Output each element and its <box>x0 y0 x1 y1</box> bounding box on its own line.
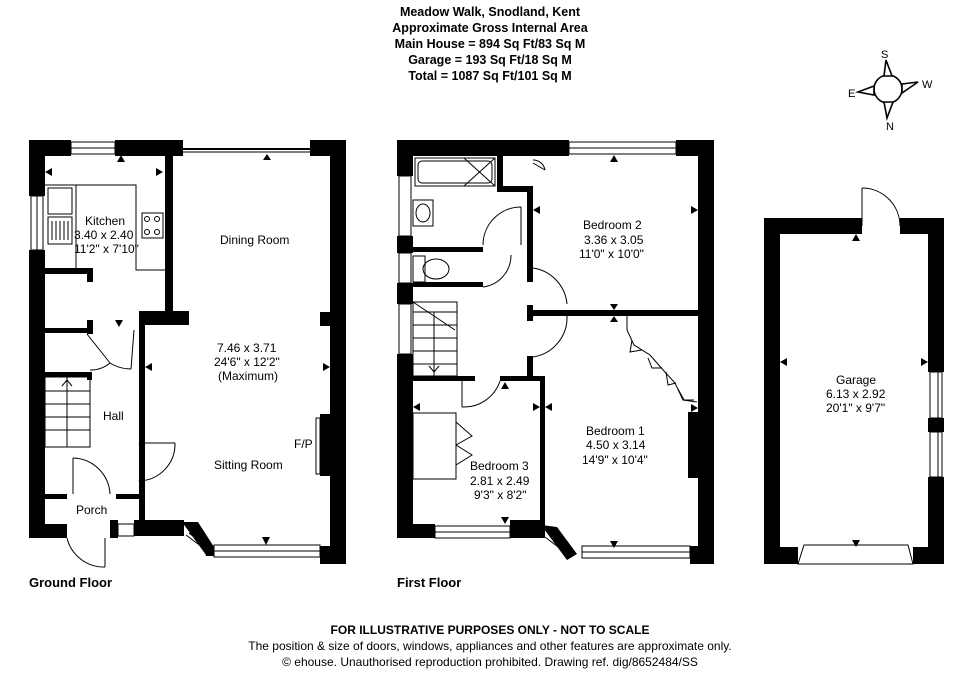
ground-floor-plan <box>29 140 346 564</box>
bedroom3-imperial: 9'3" x 8'2" <box>474 488 526 502</box>
garage-fixtures <box>797 187 943 565</box>
ground-floor-measure-arrows <box>45 154 330 545</box>
area-subtitle: Approximate Gross Internal Area <box>392 21 588 35</box>
garage-area: Garage = 193 Sq Ft/18 Sq M <box>408 53 572 67</box>
compass-icon: S E W N <box>848 49 933 133</box>
bedroom3-metric: 2.81 x 2.49 <box>470 474 530 488</box>
kitchen-imperial: 11'2" x 7'10" <box>74 242 139 256</box>
garage-measure-arrows <box>780 234 928 547</box>
first-floor-fixtures <box>398 141 698 559</box>
approximation-note: The position & size of doors, windows, a… <box>248 639 732 653</box>
compass-s: S <box>881 49 888 61</box>
ground-floor-fixtures <box>30 141 321 568</box>
plan-header: Meadow Walk, Snodland, Kent Approximate … <box>0 4 980 84</box>
bedroom1-imperial: 14'9" x 10'4" <box>582 453 648 467</box>
address-title: Meadow Walk, Snodland, Kent <box>399 5 581 19</box>
first-floor-label: First Floor <box>397 575 461 590</box>
disclaimer: FOR ILLUSTRATIVE PURPOSES ONLY - NOT TO … <box>330 623 650 637</box>
ground-floor-label: Ground Floor <box>29 575 112 590</box>
garage-metric: 6.13 x 2.92 <box>826 387 886 401</box>
living-metric: 7.46 x 3.71 <box>217 341 277 355</box>
living-imperial: 24'6" x 12'2" <box>214 355 280 369</box>
fireplace-label: F/P <box>294 437 313 451</box>
total-area: Total = 1087 Sq Ft/101 Sq M <box>408 69 572 83</box>
bedroom1-name: Bedroom 1 <box>586 424 645 438</box>
bedroom2-imperial: 11'0" x 10'0" <box>579 247 644 261</box>
garage-plan <box>764 218 944 564</box>
garage-imperial: 20'1" x 9'7" <box>826 401 885 415</box>
first-floor-measure-arrows <box>413 155 698 548</box>
porch-label: Porch <box>76 503 107 517</box>
main-house-area: Main House = 894 Sq Ft/83 Sq M <box>394 37 586 51</box>
compass-n: N <box>886 121 894 133</box>
first-floor-plan <box>397 140 714 564</box>
plan-footer: FOR ILLUSTRATIVE PURPOSES ONLY - NOT TO … <box>0 622 980 670</box>
copyright: © ehouse. Unauthorised reproduction proh… <box>282 655 698 669</box>
bedroom1-metric: 4.50 x 3.14 <box>586 438 646 452</box>
bedroom2-metric: 3.36 x 3.05 <box>584 233 644 247</box>
garage-name: Garage <box>836 373 876 387</box>
hall-label: Hall <box>103 409 124 423</box>
sitting-room-name: Sitting Room <box>214 458 283 472</box>
kitchen-metric: 3.40 x 2.40 <box>74 228 134 242</box>
kitchen-name: Kitchen <box>85 214 125 228</box>
bedroom3-name: Bedroom 3 <box>470 459 529 473</box>
bedroom2-name: Bedroom 2 <box>583 218 642 232</box>
compass-w: W <box>922 79 933 91</box>
compass-e: E <box>848 88 855 100</box>
living-note: (Maximum) <box>218 369 278 383</box>
dining-room-name: Dining Room <box>220 233 289 247</box>
